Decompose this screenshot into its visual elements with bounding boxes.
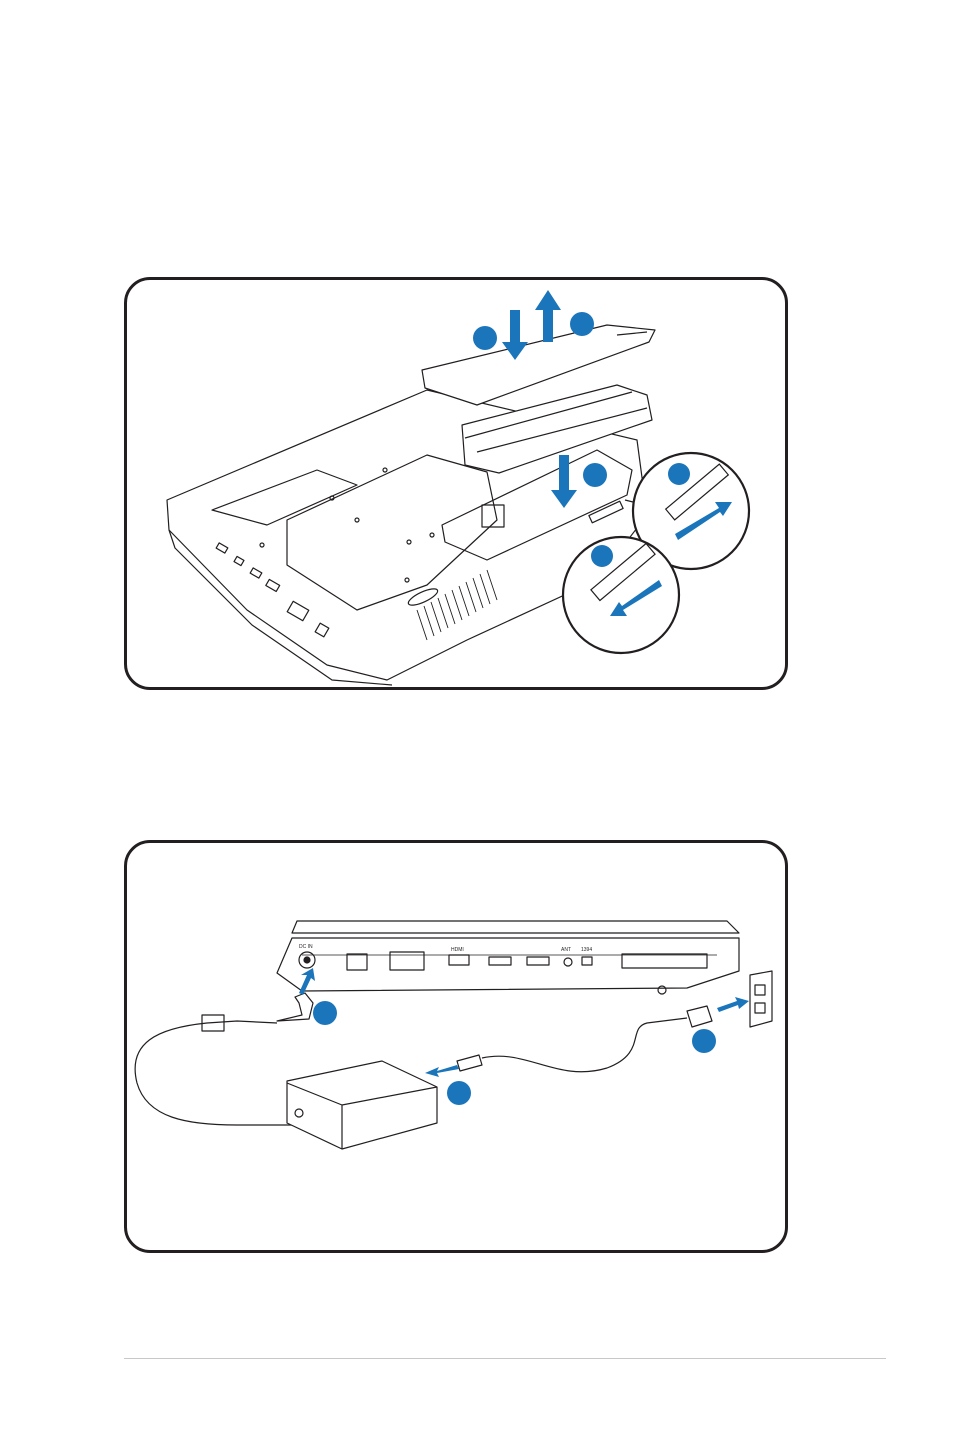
laptop-panel-large (287, 455, 497, 610)
antenna-port (564, 958, 572, 966)
usb-port-2 (527, 957, 549, 965)
dc-cable (135, 1021, 292, 1125)
ac-plug-adapter-end (457, 1055, 482, 1071)
step-marker-unlock-slide (591, 545, 613, 567)
arrow-adapter (425, 1065, 459, 1077)
port-label-dc-in: DC IN (299, 944, 313, 950)
footer-rule (124, 1358, 886, 1359)
card-reader-slot (622, 954, 707, 968)
callout-unlock (563, 537, 679, 653)
hdmi-port (449, 955, 469, 965)
power-figure-panel: DC IN HDMI ANT 1394 (124, 840, 788, 1253)
laptop-bottom-edge (169, 530, 392, 685)
battery-illustration (127, 280, 785, 687)
port-label-1394: 1394 (581, 947, 592, 953)
battery-figure-panel (124, 277, 788, 690)
laptop-side-ports (216, 543, 329, 637)
step-marker-insert-battery (583, 463, 607, 487)
port-label-hdmi: HDMI (451, 947, 464, 953)
ac-cord (482, 1018, 687, 1072)
step-marker-plug-dc-jack (313, 1001, 337, 1025)
wall-outlet (750, 971, 772, 1027)
laptop-rubber-foot (406, 586, 439, 609)
step-marker-plug-adapter (447, 1081, 471, 1105)
laptop-vent (417, 570, 497, 640)
outlet-socket-top (755, 985, 765, 995)
lan-port (347, 954, 367, 970)
arrow-down-battery (551, 455, 577, 508)
laptop-screws (260, 468, 434, 582)
ac-plug-wall-end (687, 1006, 712, 1027)
arrow-up-cover (535, 290, 561, 342)
step-marker-remove-cover (570, 312, 594, 336)
step-marker-install-cover (473, 326, 497, 350)
step-marker-plug-wall-outlet (692, 1029, 716, 1053)
port-label-ant: ANT (561, 947, 571, 953)
step-marker-lock-slide (668, 463, 690, 485)
power-arrows (299, 968, 749, 1077)
dc-plug (277, 993, 313, 1021)
outlet-socket-bottom (755, 1003, 765, 1013)
firewire-port (582, 957, 592, 965)
power-illustration: DC IN HDMI ANT 1394 (127, 843, 785, 1250)
arrow-wall (717, 997, 749, 1012)
usb-port-1 (489, 957, 511, 965)
power-adapter (287, 1061, 437, 1149)
laptop-lid (292, 921, 739, 933)
laptop-foot (658, 986, 666, 994)
